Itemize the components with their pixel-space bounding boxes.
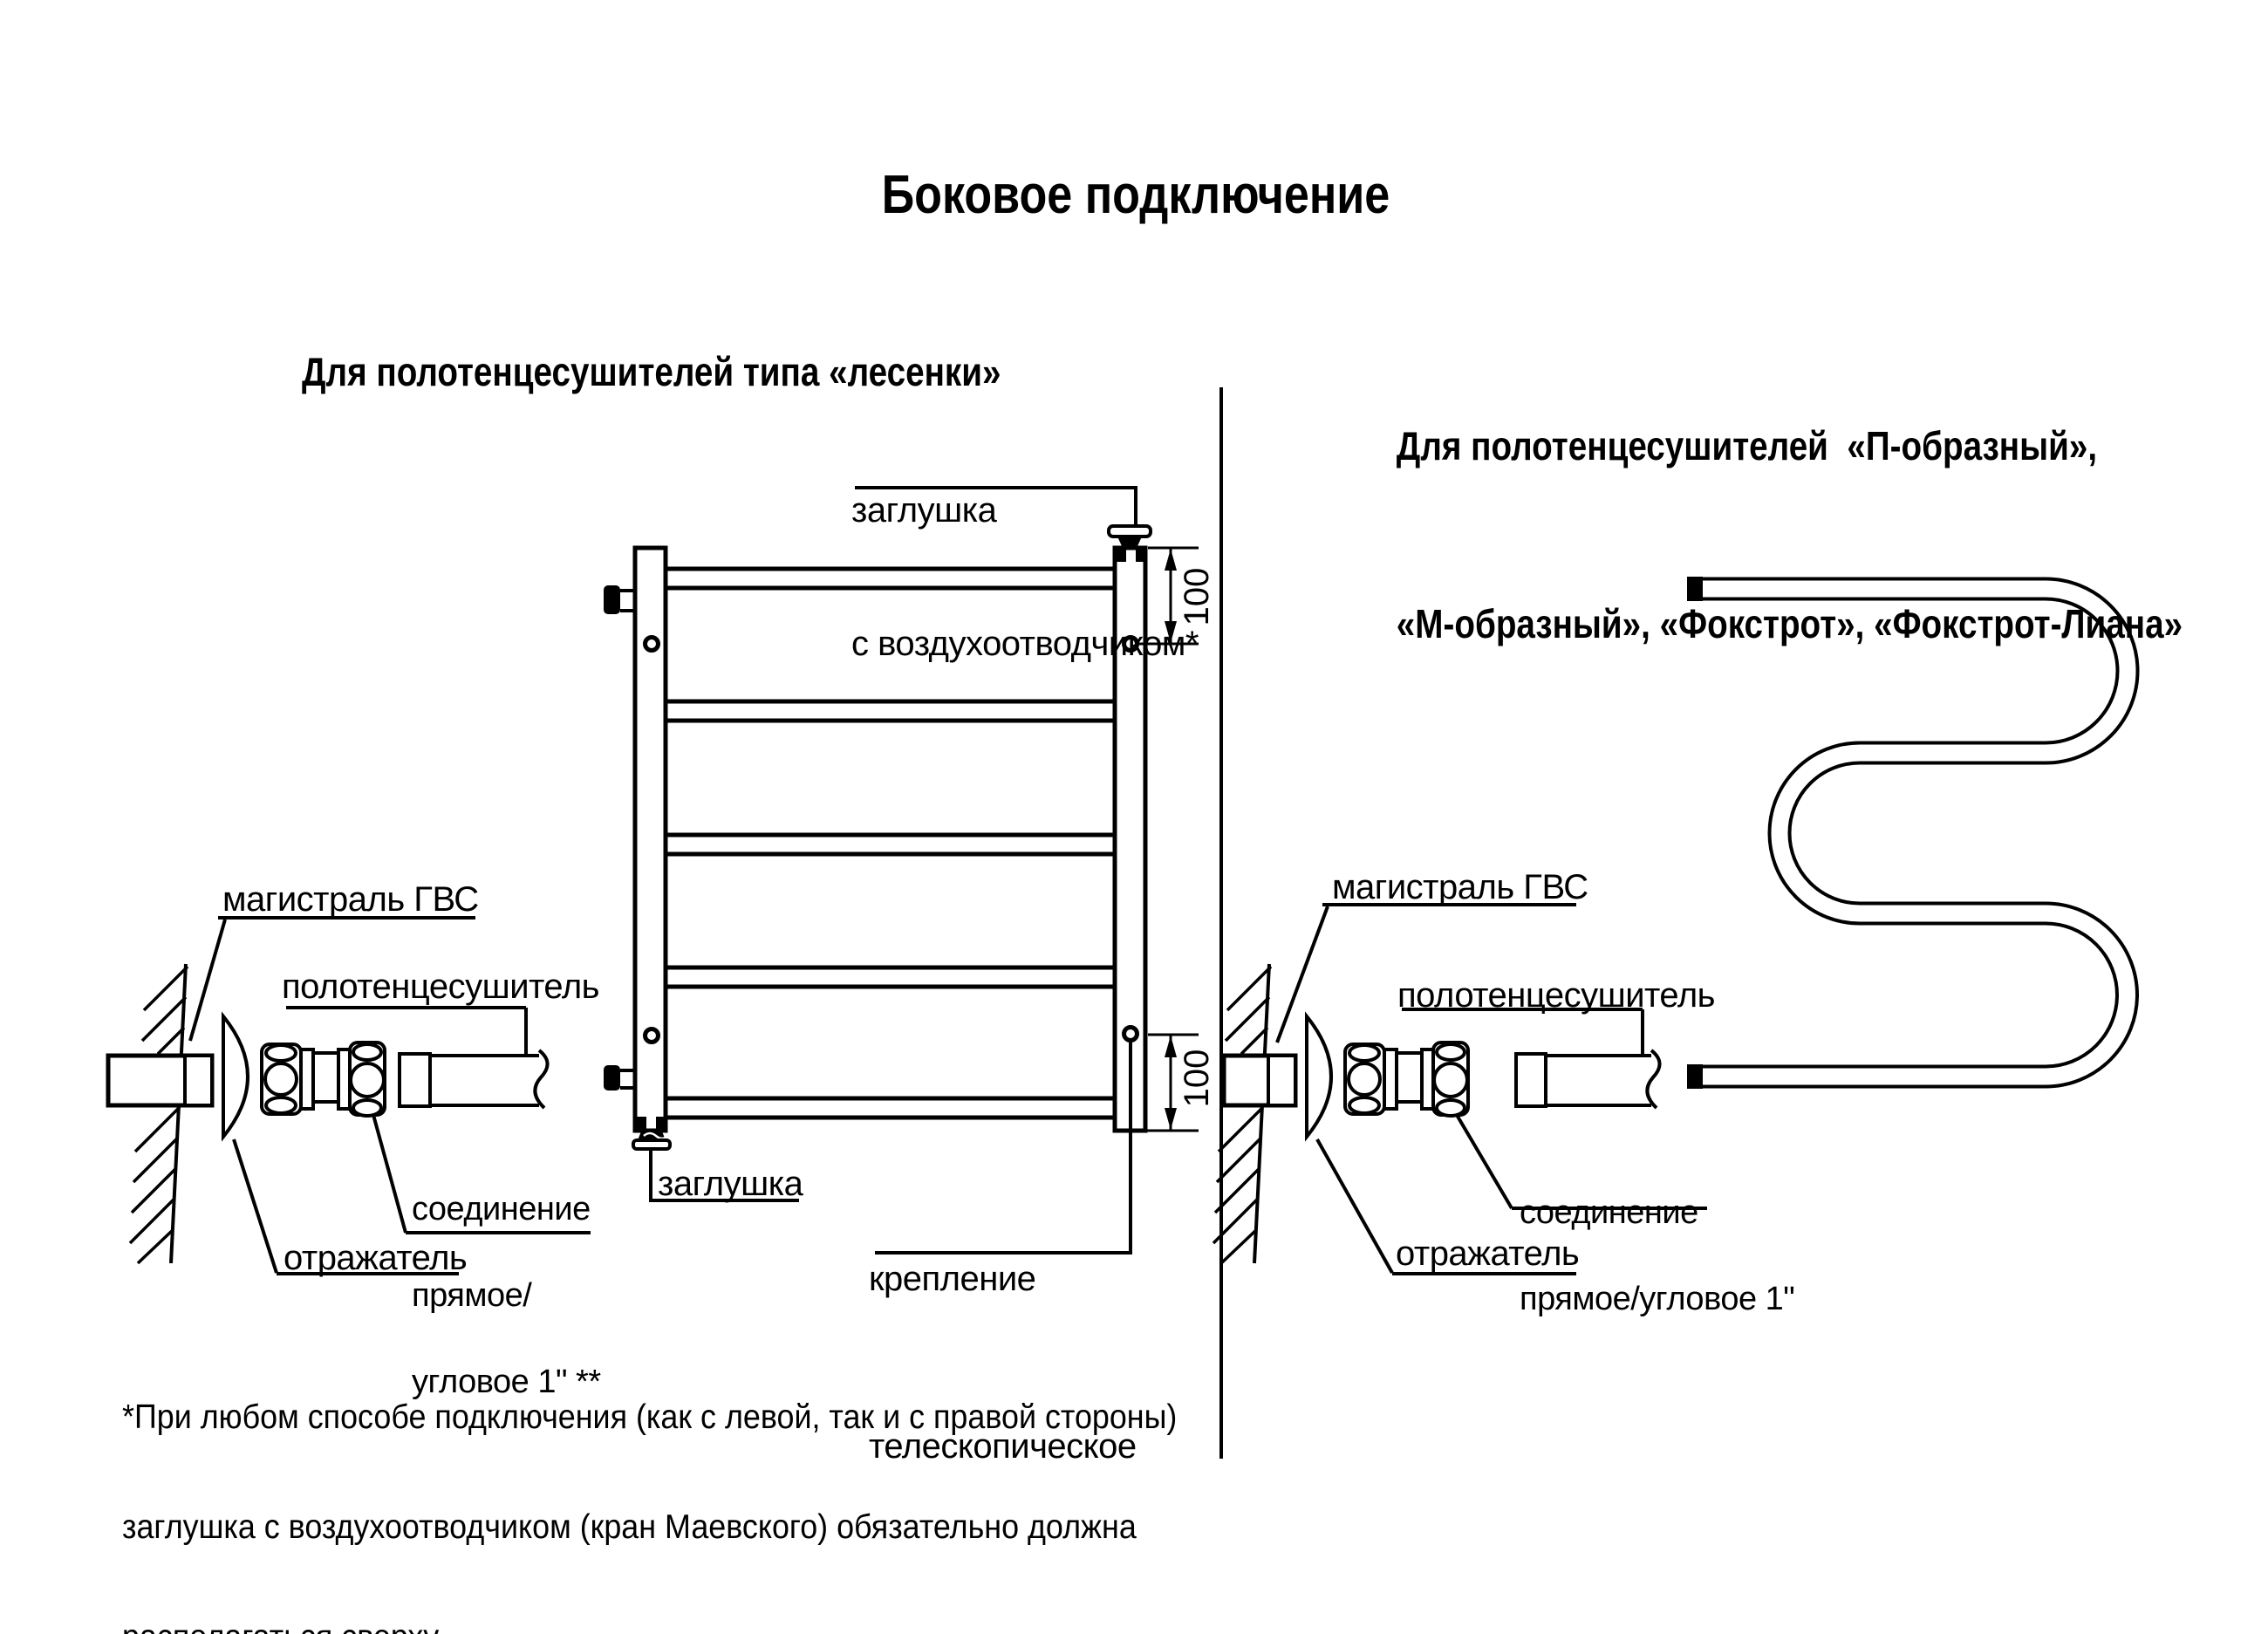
wall-bracket-top	[604, 585, 635, 614]
plug-label: заглушка	[658, 1165, 803, 1203]
footnote-line2: заглушка с воздухоотводчиком (кран Маевс…	[122, 1508, 1137, 1546]
mount-hole	[1122, 635, 1139, 653]
right-connection-detail-drawing	[1212, 903, 1707, 1275]
union-fitting	[1343, 1041, 1470, 1118]
left-connection-line2: прямое/	[412, 1277, 532, 1314]
plug-cap	[632, 1117, 672, 1151]
connection-leader	[1455, 1113, 1513, 1210]
pipe-thread-end	[1687, 577, 1703, 601]
air-vent-label: заглушка с воздухоотводчиком*	[851, 400, 1199, 755]
m-shape-towel-rail-drawing	[1687, 577, 2140, 1089]
right-connection-line1: соединение	[1520, 1194, 1698, 1231]
right-supply-label: магистраль ГВС	[1332, 868, 1588, 906]
right-section-heading-line2: «М-образный», «Фокстрот», «Фокстрот-Лиан…	[1396, 601, 2183, 646]
telescopic-mount-label: крепление телескопическое	[869, 1139, 1137, 1586]
rail-pipe	[1544, 1049, 1662, 1110]
right-section-heading: Для полотенцесушителей «П-образный», «М-…	[1396, 297, 2183, 772]
reflector-leader	[1315, 1138, 1394, 1274]
right-connection-line2: прямое/угловое 1"	[1520, 1281, 1795, 1317]
footnote-line1: *При любом способе подключения (как с ле…	[122, 1398, 1178, 1436]
left-connection-line1: соединение	[412, 1191, 591, 1227]
left-connection-label: соединение прямое/ угловое 1" **	[412, 1138, 601, 1454]
mount-hole	[643, 1027, 660, 1044]
mount-label-line1: крепление	[869, 1260, 1036, 1298]
right-reflector-label: отражатель	[1396, 1234, 1580, 1273]
left-section-heading: Для полотенцесушителей типа «лесенки»	[302, 349, 1001, 394]
left-reflector-label: отражатель	[284, 1239, 468, 1277]
mount-leader	[875, 1041, 1132, 1255]
mount-hole	[643, 635, 660, 653]
reflector-leader	[232, 1138, 278, 1274]
air-vent-leader	[855, 486, 1137, 527]
air-vent-label-line1: заглушка	[851, 491, 997, 530]
connection-leader	[372, 1114, 407, 1234]
right-section-heading-line1: Для полотенцесушителей «П-образный»,	[1396, 423, 2098, 468]
right-towel-rail-label: полотенцесушитель	[1397, 976, 1716, 1015]
plug-leader	[649, 1148, 799, 1202]
wall-bracket-bottom	[604, 1065, 635, 1090]
supply-pipe-thread	[183, 1054, 214, 1107]
footnotes: *При любом способе подключения (как с ле…	[122, 1326, 1177, 1634]
union-fitting	[260, 1041, 386, 1118]
footnote-line3: располагаться сверху.	[122, 1619, 1177, 1634]
dim-100-top: 100	[1177, 567, 1216, 626]
left-connection-line3: угловое 1" **	[412, 1364, 601, 1400]
left-connection-detail-drawing	[106, 916, 591, 1275]
rail-pipe-thread	[1514, 1052, 1547, 1108]
air-vent-cap	[1107, 524, 1152, 562]
dimension-top	[1138, 546, 1199, 646]
rail-pipe-thread	[398, 1052, 432, 1108]
mount-label-line2: телескопическое	[869, 1427, 1137, 1466]
page-title: Боковое подключение	[881, 165, 1390, 225]
mount-hole	[1122, 1025, 1139, 1043]
air-vent-label-line2: с воздухоотводчиком*	[851, 625, 1199, 663]
reflector-escutcheon	[1305, 1011, 1333, 1142]
pipe-thread-end	[1687, 1064, 1703, 1089]
wall-hatching	[1212, 965, 1273, 1265]
supply-pipe-thread	[1267, 1054, 1297, 1107]
ladder-towel-rail-drawing	[604, 486, 1199, 1255]
reflector-escutcheon	[222, 1011, 249, 1142]
right-connection-label: соединение прямое/угловое 1"	[1520, 1141, 1795, 1371]
supply-leader	[1275, 906, 1329, 1043]
rail-pipe	[428, 1049, 550, 1110]
supply-leader	[188, 919, 227, 1042]
left-supply-label: магистраль ГВС	[222, 880, 479, 919]
wall-hatching	[128, 965, 189, 1265]
dim-100-bottom: 100	[1177, 1049, 1216, 1108]
left-towel-rail-label: полотенцесушитель	[282, 967, 600, 1006]
